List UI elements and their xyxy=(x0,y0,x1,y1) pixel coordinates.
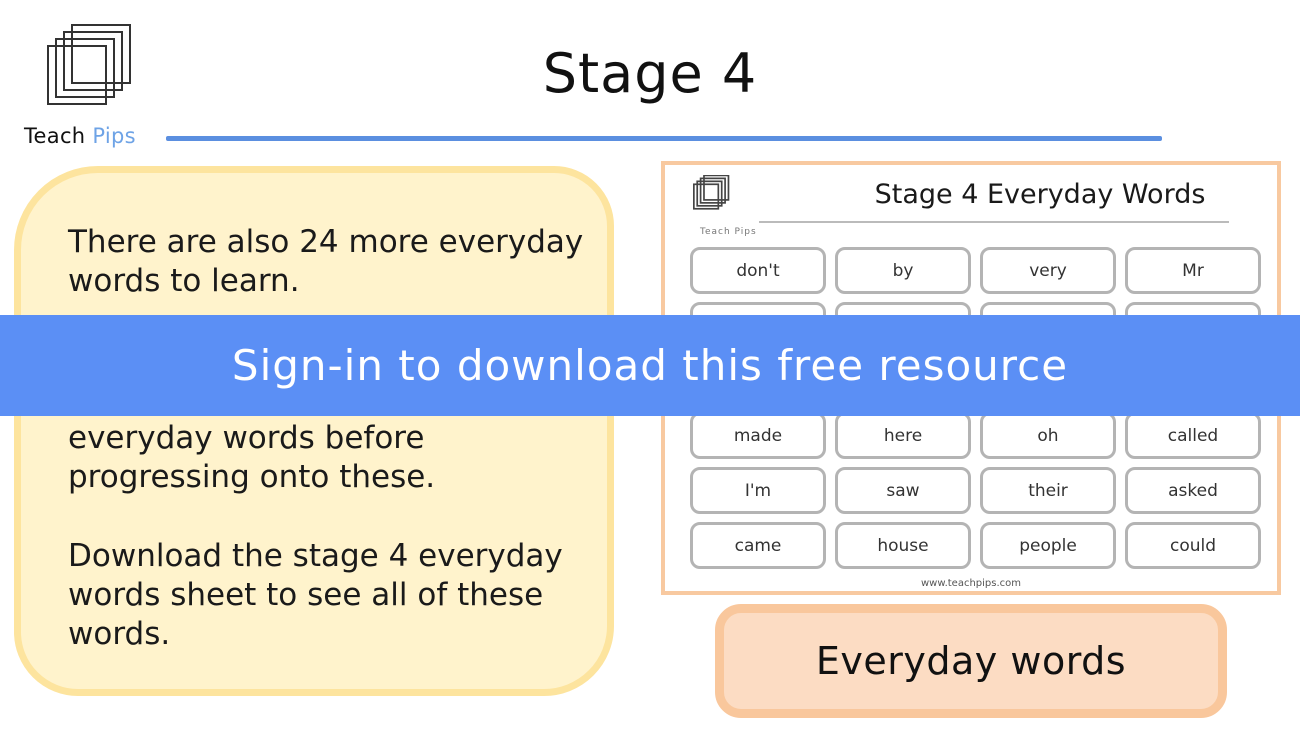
word-cell: Mr xyxy=(1125,247,1261,294)
word-cell: oh xyxy=(980,412,1116,459)
info-panel: There are also 24 more everyday words to… xyxy=(14,166,614,696)
word-cell: could xyxy=(1125,522,1261,569)
title-underline xyxy=(166,136,1162,141)
page-title: Stage 4 xyxy=(542,42,758,105)
word-cell: I'm xyxy=(690,467,826,514)
word-cell: saw xyxy=(835,467,971,514)
word-cell: asked xyxy=(1125,467,1261,514)
word-cell: made xyxy=(690,412,826,459)
word-cell: called xyxy=(1125,412,1261,459)
word-cell: people xyxy=(980,522,1116,569)
word-cell: very xyxy=(980,247,1116,294)
info-paragraph-download: Download the stage 4 everyday words shee… xyxy=(68,538,563,652)
logo-wordmark: Teach Pips xyxy=(24,124,136,148)
sheet-logo-text: Teach Pips xyxy=(700,227,757,237)
sheet-title: Stage 4 Everyday Words xyxy=(874,179,1206,210)
info-paragraph-more-words: There are also 24 more everyday words to… xyxy=(68,224,584,299)
sign-in-banner[interactable]: Sign-in to download this free resource xyxy=(0,315,1300,416)
sheet-stacked-squares-icon xyxy=(693,175,730,210)
sign-in-banner-text: Sign-in to download this free resource xyxy=(231,341,1069,390)
sheet-title-rule xyxy=(759,221,1229,223)
word-cell: don't xyxy=(690,247,826,294)
logo-word-teach: Teach xyxy=(24,124,86,148)
teach-pips-logo: Teach Pips xyxy=(22,20,162,150)
word-cell: by xyxy=(835,247,971,294)
everyday-words-caption: Everyday words xyxy=(715,604,1227,718)
sheet-footer-url: www.teachpips.com xyxy=(920,578,1022,589)
stacked-squares-logo-icon xyxy=(47,24,131,105)
word-cell: here xyxy=(835,412,971,459)
info-paragraph-progressing: everyday words before progressing onto t… xyxy=(68,420,436,495)
sheet-logo: Teach Pips xyxy=(687,175,756,237)
logo-word-pips: Pips xyxy=(92,124,136,148)
word-cell: their xyxy=(980,467,1116,514)
word-cell: house xyxy=(835,522,971,569)
everyday-words-caption-label: Everyday words xyxy=(815,639,1127,683)
word-cell: came xyxy=(690,522,826,569)
